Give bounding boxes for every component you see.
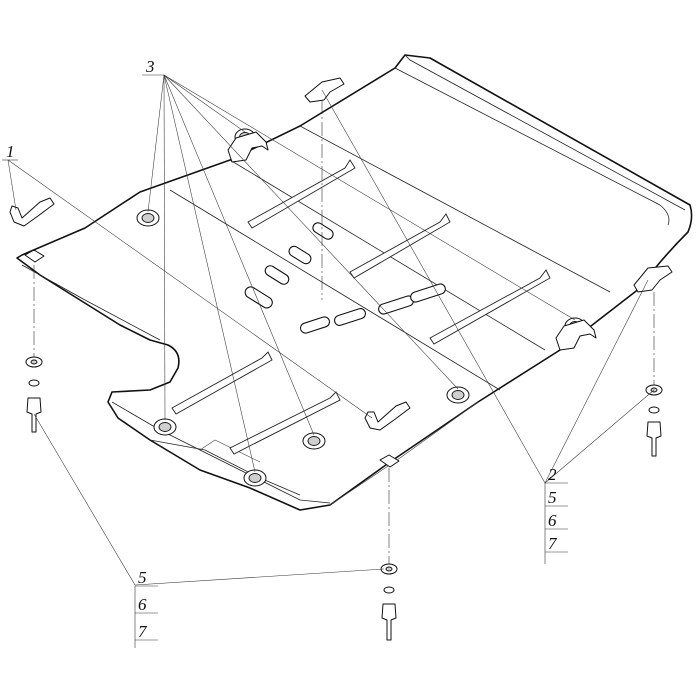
bolt [646,421,662,457]
callout-label: 3 [145,57,155,76]
square-washer [379,454,400,468]
slot [244,286,273,309]
slot [264,265,290,285]
skid-plate [16,54,693,511]
rib [247,159,356,229]
callout-bottom-stack: 5 6 7 [134,568,158,648]
fastener-stack-left [25,356,43,433]
slot [312,222,334,240]
slot [333,308,367,326]
rib [171,351,273,415]
slot [299,316,331,334]
callout-label: 7 [548,534,558,553]
callout-3: 3 [142,57,164,76]
nut [243,469,267,487]
callout-label: 1 [6,142,15,161]
slot [288,245,312,265]
callout-1: 1 [2,142,18,161]
fastener-stack-right [645,384,663,457]
fastener-stack-bottom [380,563,398,641]
square-washer [24,249,45,263]
bracket [304,77,345,103]
callout-right-stack: 2 5 6 7 [544,465,568,564]
bolt [381,603,397,641]
lock-washer [648,406,660,414]
bracket [227,131,269,163]
bracket [555,319,597,351]
leader-lines [7,74,655,586]
nut [136,209,160,227]
bracket [9,197,55,227]
center-axes [33,100,655,565]
nut [446,386,470,404]
bracket [633,265,673,293]
callout-label: 7 [138,622,148,641]
callout-label: 5 [138,568,147,587]
slot [410,283,446,303]
nut [153,418,177,436]
callout-label: 5 [548,488,557,507]
rib [229,391,341,455]
callout-label: 6 [548,511,557,530]
bracket [364,401,411,431]
bolt [26,397,42,433]
lock-washer [383,586,395,594]
callout-label: 6 [138,595,147,614]
nut [302,432,326,450]
stiffener-ribs [171,159,551,455]
lock-washer [28,379,40,387]
ventilation-slots [244,222,446,334]
mounting-brackets [9,77,673,468]
callout-label: 2 [548,465,557,484]
